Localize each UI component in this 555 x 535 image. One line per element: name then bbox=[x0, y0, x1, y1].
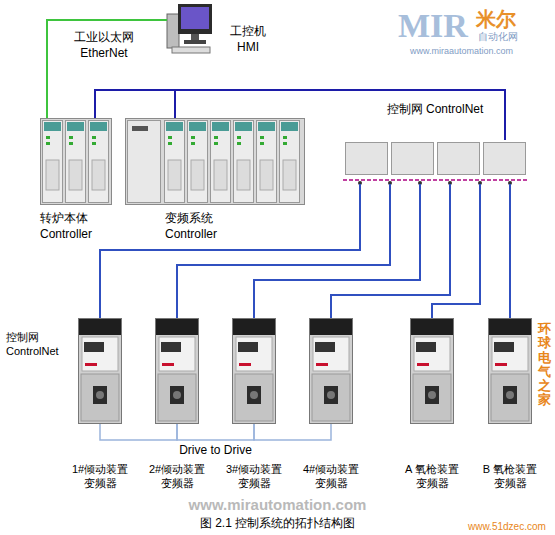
node-label: 工控机 HMI bbox=[225, 24, 271, 55]
watermark: 环球电气之家 bbox=[538, 322, 551, 408]
rack-chassis bbox=[126, 119, 305, 205]
label-holder: 变频系统 Controller bbox=[165, 211, 239, 242]
drive-symbol bbox=[411, 319, 454, 424]
label-holder: 环球电气之家 bbox=[538, 322, 551, 409]
controller-rack: 转炉本体 Controller bbox=[40, 118, 112, 205]
label-holder: 1#倾动装置 变频器 bbox=[59, 462, 141, 491]
label-holder: 控制网 ControlNet bbox=[387, 102, 484, 118]
edge-label: 工业以太网 EtherNet bbox=[66, 30, 142, 61]
drive-inverter: 1#倾动装置 变频器 bbox=[78, 318, 122, 424]
node-label: 2#倾动装置 变频器 bbox=[136, 462, 218, 491]
node-label: 转炉本体 Controller bbox=[40, 211, 114, 242]
label-holder: 图 2.1 控制系统的拓扑结构图 bbox=[0, 516, 555, 532]
drive-inverter: A 氧枪装置 变频器 bbox=[410, 318, 454, 424]
label-holder: www.miraautomation.com bbox=[410, 46, 513, 58]
controlnet-drop bbox=[177, 184, 390, 318]
label-holder: 2#倾动装置 变频器 bbox=[136, 462, 218, 491]
label-holder: Drive to Drive bbox=[176, 443, 255, 459]
label-holder: 工控机 HMI bbox=[225, 24, 271, 55]
hmi-computer: 工控机 HMI bbox=[167, 4, 213, 54]
controlnet-drop bbox=[254, 184, 420, 318]
tap-module bbox=[346, 143, 388, 175]
watermark: www.miraautomation.com bbox=[410, 46, 513, 58]
drive-inverter: 4#倾动装置 变频器 bbox=[309, 318, 353, 424]
controlnet-cable bbox=[95, 90, 505, 140]
node-label: 1#倾动装置 变频器 bbox=[59, 462, 141, 491]
drive-symbol bbox=[233, 319, 276, 424]
controlnet-cable bbox=[95, 90, 175, 118]
label-holder: B 氧枪装置 变频器 bbox=[469, 462, 551, 491]
rack-module bbox=[89, 121, 109, 203]
rack-module bbox=[43, 121, 63, 203]
rack-module bbox=[66, 121, 86, 203]
drive-to-drive-link bbox=[177, 424, 254, 440]
label-holder: A 氧枪装置 变频器 bbox=[391, 462, 473, 491]
label-holder: 控制网 ControlNet bbox=[6, 330, 76, 359]
drive-symbol bbox=[79, 319, 122, 424]
watermark: 自动化网 bbox=[478, 30, 518, 43]
watermark: www.mirautomation.com bbox=[189, 495, 367, 515]
node-label: B 氧枪装置 变频器 bbox=[469, 462, 551, 491]
label-holder: 自动化网 bbox=[478, 30, 518, 43]
drive-to-drive-link bbox=[100, 424, 177, 440]
keyboard bbox=[172, 47, 210, 53]
drive-symbol bbox=[489, 319, 532, 424]
label-holder: 4#倾动装置 变频器 bbox=[290, 462, 372, 491]
drive-to-drive-link bbox=[254, 424, 331, 440]
label-holder: 转炉本体 Controller bbox=[40, 211, 114, 242]
label-holder: 3#倾动装置 变频器 bbox=[213, 462, 295, 491]
rack-module bbox=[257, 121, 277, 203]
drive-inverter: 2#倾动装置 变频器 bbox=[155, 318, 199, 424]
trunk-cable bbox=[343, 179, 527, 181]
drive-inverter: 3#倾动装置 变频器 bbox=[232, 318, 276, 424]
node-label: 变频系统 Controller bbox=[165, 211, 239, 242]
watermark: MIR bbox=[398, 4, 468, 48]
rack-module bbox=[211, 121, 231, 203]
controlnet-drop bbox=[432, 184, 480, 318]
label-holder: www.mirautomation.com bbox=[0, 495, 555, 515]
pc-tower bbox=[167, 14, 179, 48]
rack-chassis bbox=[41, 119, 112, 205]
tap-module bbox=[392, 143, 434, 175]
controlnet-drop bbox=[509, 184, 511, 318]
controller-rack: 变频系统 Controller bbox=[125, 118, 305, 205]
node-label: 4#倾动装置 变频器 bbox=[290, 462, 372, 491]
edge-label: Drive to Drive bbox=[179, 443, 252, 459]
rack-module bbox=[280, 121, 300, 203]
label-holder: 米尔 bbox=[476, 6, 516, 32]
drive-symbol bbox=[156, 319, 199, 424]
monitor bbox=[178, 4, 212, 34]
ethernet-cable bbox=[47, 20, 167, 118]
network-label: 控制网 ControlNet bbox=[6, 330, 76, 359]
monitor-screen bbox=[181, 7, 209, 29]
rack-module bbox=[188, 121, 208, 203]
label-holder: MIR bbox=[398, 4, 468, 48]
label-holder: 工业以太网 EtherNet bbox=[66, 30, 142, 61]
node-label: A 氧枪装置 变频器 bbox=[391, 462, 473, 491]
rack-module bbox=[165, 121, 185, 203]
rack-module bbox=[234, 121, 254, 203]
power-supply-logo bbox=[132, 126, 148, 131]
tap-module bbox=[484, 143, 526, 175]
node-label: 3#倾动装置 变频器 bbox=[213, 462, 295, 491]
watermark: www.51dzec.com bbox=[468, 520, 546, 533]
power-supply bbox=[128, 121, 161, 203]
controlnet-taps: 控制网 ControlNet bbox=[343, 140, 527, 184]
watermark: 米尔 bbox=[476, 6, 516, 32]
label-holder: www.51dzec.com bbox=[468, 520, 546, 533]
drive-symbol bbox=[310, 319, 353, 424]
monitor-neck bbox=[191, 34, 199, 40]
node-label: 控制网 ControlNet bbox=[387, 102, 484, 118]
controlnet-drop bbox=[100, 184, 360, 318]
controlnet-drop bbox=[331, 184, 450, 318]
monitor-base bbox=[184, 40, 206, 44]
drive-inverter: B 氧枪装置 变频器 bbox=[488, 318, 532, 424]
figure-caption: 图 2.1 控制系统的拓扑结构图 bbox=[200, 516, 355, 532]
tap-module bbox=[438, 143, 480, 175]
